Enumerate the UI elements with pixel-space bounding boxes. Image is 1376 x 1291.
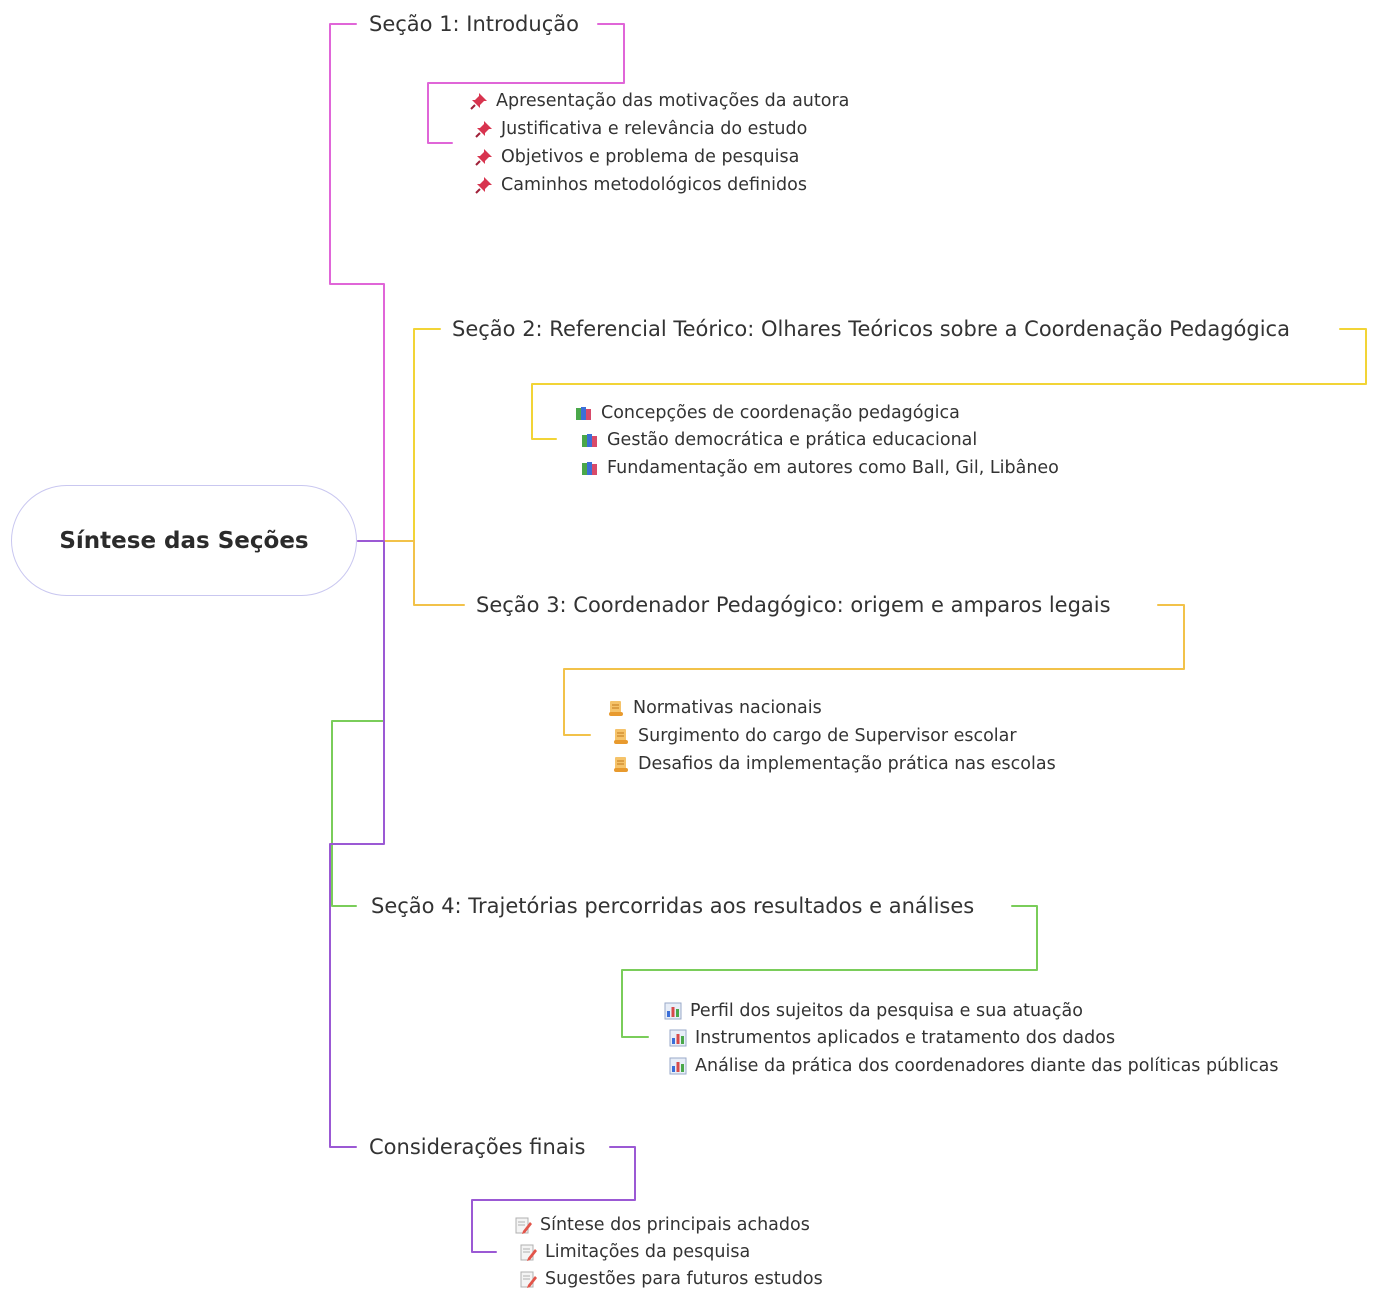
bar-chart-icon bbox=[669, 1029, 687, 1047]
bar-chart-icon bbox=[669, 1057, 687, 1075]
pushpin-icon bbox=[475, 176, 493, 194]
item-label: Análise da prática dos coordenadores dia… bbox=[695, 1056, 1279, 1076]
item-label: Concepções de coordenação pedagógica bbox=[601, 403, 960, 423]
pushpin-icon bbox=[470, 92, 488, 110]
item-label: Caminhos metodológicos definidos bbox=[501, 175, 807, 195]
scroll-icon bbox=[612, 755, 630, 773]
list-item[interactable]: Objetivos e problema de pesquisa bbox=[475, 146, 799, 168]
link-section-4 bbox=[331, 720, 1038, 1038]
root-node[interactable]: Síntese das Seções bbox=[11, 485, 357, 596]
item-label: Síntese dos principais achados bbox=[540, 1215, 810, 1235]
section-2-title[interactable]: Seção 2: Referencial Teórico: Olhares Te… bbox=[450, 316, 1292, 342]
section-4-title[interactable]: Seção 4: Trajetórias percorridas aos res… bbox=[369, 893, 977, 919]
item-label: Instrumentos aplicados e tratamento dos … bbox=[695, 1028, 1116, 1048]
pushpin-icon bbox=[475, 148, 493, 166]
item-label: Fundamentação em autores como Ball, Gil,… bbox=[607, 458, 1059, 478]
bar-chart-icon bbox=[664, 1002, 682, 1020]
item-label: Gestão democrática e prática educacional bbox=[607, 430, 978, 450]
list-item[interactable]: Análise da prática dos coordenadores dia… bbox=[669, 1055, 1278, 1077]
list-item[interactable]: Surgimento do cargo de Supervisor escola… bbox=[612, 725, 1017, 747]
item-label: Desafios da implementação prática nas es… bbox=[638, 754, 1056, 774]
section-5-title[interactable]: Considerações finais bbox=[367, 1134, 588, 1160]
list-item[interactable]: Sugestões para futuros estudos bbox=[519, 1268, 823, 1290]
item-label: Normativas nacionais bbox=[633, 698, 822, 718]
scroll-icon bbox=[607, 699, 625, 717]
books-icon bbox=[581, 431, 599, 449]
pushpin-icon bbox=[475, 120, 493, 138]
item-label: Surgimento do cargo de Supervisor escola… bbox=[638, 726, 1017, 746]
memo-icon bbox=[514, 1216, 532, 1234]
list-item[interactable]: Síntese dos principais achados bbox=[514, 1214, 810, 1236]
item-label: Apresentação das motivações da autora bbox=[496, 91, 850, 111]
item-label: Objetivos e problema de pesquisa bbox=[501, 147, 800, 167]
list-item[interactable]: Concepções de coordenação pedagógica bbox=[575, 402, 960, 424]
list-item[interactable]: Desafios da implementação prática nas es… bbox=[612, 753, 1056, 775]
link-section-5 bbox=[329, 540, 636, 1253]
item-label: Limitações da pesquisa bbox=[545, 1242, 751, 1262]
list-item[interactable]: Normativas nacionais bbox=[607, 697, 822, 719]
item-label: Sugestões para futuros estudos bbox=[545, 1269, 823, 1289]
memo-icon bbox=[519, 1243, 537, 1261]
memo-icon bbox=[519, 1270, 537, 1288]
link-section-3 bbox=[383, 540, 1185, 736]
list-item[interactable]: Justificativa e relevância do estudo bbox=[475, 118, 807, 140]
list-item[interactable]: Apresentação das motivações da autora bbox=[470, 90, 849, 112]
root-label: Síntese das Seções bbox=[59, 527, 309, 554]
item-label: Perfil dos sujeitos da pesquisa e sua at… bbox=[690, 1001, 1083, 1021]
section-1-title[interactable]: Seção 1: Introdução bbox=[367, 11, 581, 37]
scroll-icon bbox=[612, 727, 630, 745]
list-item[interactable]: Instrumentos aplicados e tratamento dos … bbox=[669, 1027, 1115, 1049]
list-item[interactable]: Fundamentação em autores como Ball, Gil,… bbox=[581, 457, 1059, 479]
list-item[interactable]: Caminhos metodológicos definidos bbox=[475, 174, 807, 196]
list-item[interactable]: Perfil dos sujeitos da pesquisa e sua at… bbox=[664, 1000, 1083, 1022]
section-3-title[interactable]: Seção 3: Coordenador Pedagógico: origem … bbox=[474, 592, 1113, 618]
books-icon bbox=[575, 404, 593, 422]
list-item[interactable]: Gestão democrática e prática educacional bbox=[581, 429, 977, 451]
list-item[interactable]: Limitações da pesquisa bbox=[519, 1241, 750, 1263]
item-label: Justificativa e relevância do estudo bbox=[501, 119, 808, 139]
books-icon bbox=[581, 459, 599, 477]
